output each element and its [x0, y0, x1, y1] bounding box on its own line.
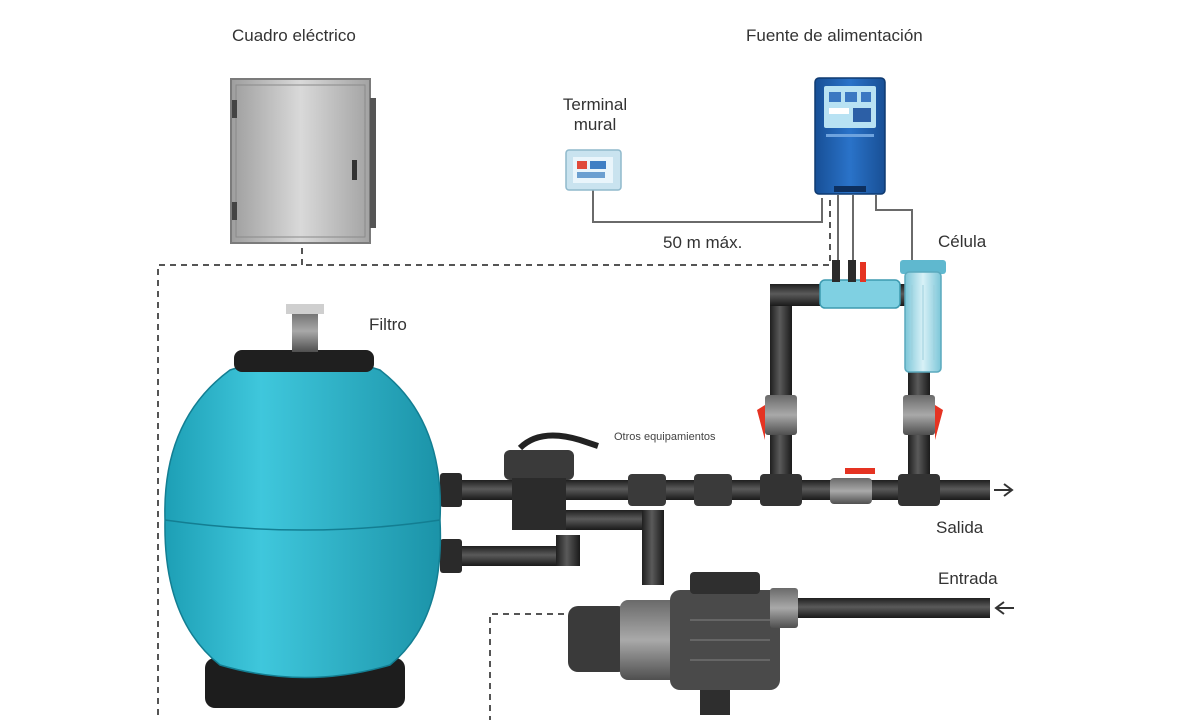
- label-salida: Salida: [936, 518, 984, 537]
- label-terminal-mural: Terminal mural: [556, 95, 634, 135]
- pump-icon: [568, 572, 798, 715]
- label-otros-equipamientos: Otros equipamientos: [614, 431, 716, 443]
- pipework: [440, 284, 1014, 618]
- label-terminal-line1: Terminal: [562, 95, 628, 114]
- electrical-cabinet-icon: [230, 78, 376, 244]
- power-supply-icon: [814, 77, 886, 195]
- label-cuadro-electrico: Cuadro eléctrico: [232, 26, 356, 45]
- dashed-wiring: [157, 200, 831, 720]
- sand-filter-icon: [164, 304, 442, 708]
- wall-terminal-icon: [565, 149, 622, 191]
- prefilter-basket-icon: [504, 432, 599, 530]
- label-distancia: 50 m máx.: [663, 233, 743, 252]
- label-terminal-line2: mural: [573, 115, 617, 134]
- chlorinator-cell-icon: [819, 260, 946, 373]
- terminal-cable: [592, 190, 913, 262]
- label-filtro: Filtro: [369, 315, 407, 334]
- label-entrada: Entrada: [938, 569, 998, 588]
- label-celula: Célula: [938, 232, 987, 251]
- label-fuente-alimentacion: Fuente de alimentación: [746, 26, 923, 45]
